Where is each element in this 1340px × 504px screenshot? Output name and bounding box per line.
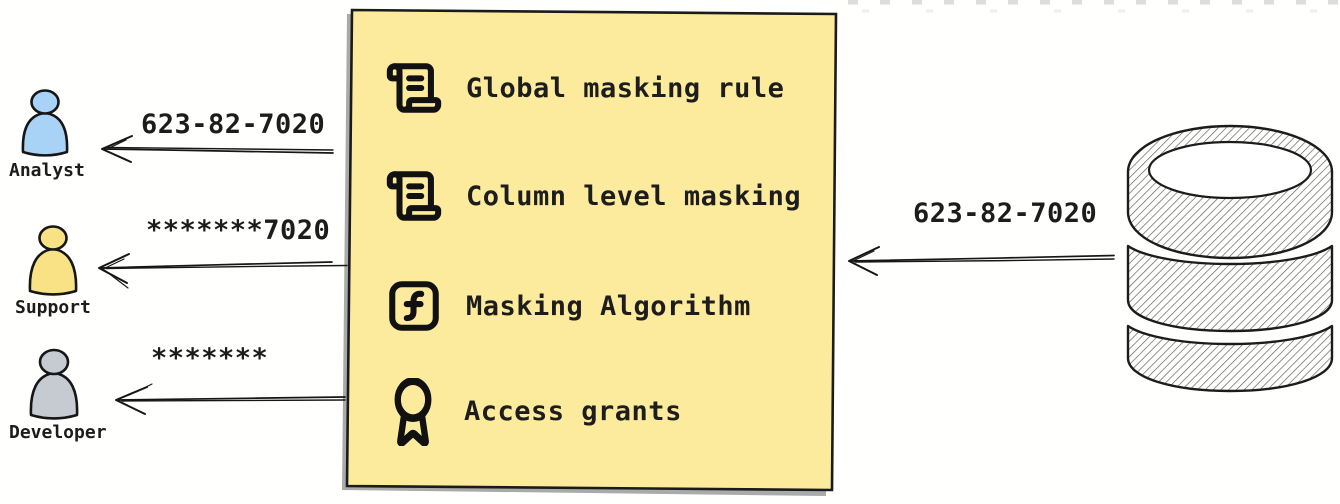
- masking-box-item-algorithm: Masking Algorithm: [385, 277, 751, 335]
- function-square-icon: [389, 281, 439, 331]
- arrow-box-to-developer: [115, 383, 346, 415]
- masking-box-panel: [345, 8, 838, 492]
- analyst-received-value: 623-82-7020: [141, 109, 326, 140]
- masking-box-item-access-grants: Access grants: [385, 378, 682, 446]
- award-icon: [394, 378, 432, 446]
- arrow-box-to-support: [98, 253, 348, 289]
- masking-box-item-label: Column level masking: [466, 180, 802, 212]
- scroll-text-icon: [386, 63, 442, 113]
- masking-box-item-global-rule: Global masking rule: [385, 59, 784, 117]
- developer-received-value: *******: [151, 343, 269, 374]
- top-edge-dashes: [848, 0, 1340, 13]
- masking-box-item-label: Global masking rule: [466, 72, 785, 104]
- arrow-box-to-analyst: [101, 135, 334, 163]
- arrow-database-to-box: [848, 246, 1115, 276]
- masking-box-item-label: Access grants: [464, 396, 682, 427]
- support-person-icon: [28, 225, 78, 296]
- masking-box-item-label: Masking Algorithm: [466, 290, 751, 322]
- developer-person-icon: [29, 348, 79, 420]
- analyst-person-icon: [21, 89, 69, 157]
- developer-label: Developer: [9, 422, 107, 443]
- masking-box-shape: [342, 8, 838, 496]
- support-received-value: *******7020: [146, 215, 331, 246]
- scroll-text-icon: [386, 171, 442, 221]
- analyst-label: Analyst: [9, 160, 85, 181]
- masking-box-item-column-masking: Column level masking: [385, 167, 801, 225]
- database-icon: [1126, 124, 1334, 393]
- database-outgoing-value: 623-82-7020: [913, 198, 1098, 229]
- support-label: Support: [15, 297, 91, 318]
